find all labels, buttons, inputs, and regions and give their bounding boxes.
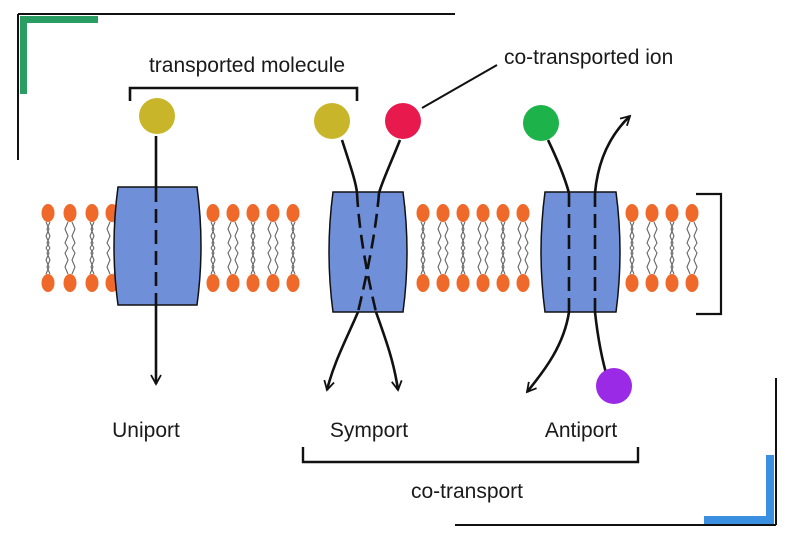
- lipid-bilayer: [41, 204, 699, 292]
- antiport-label: Antiport: [545, 419, 618, 442]
- co-transported-ion-label: co-transported ion: [504, 46, 673, 69]
- co-transported-ion-pointer: [421, 64, 498, 109]
- antiport-purple-ion: [596, 368, 632, 404]
- symport-label: Symport: [330, 419, 408, 442]
- co-transport-bracket: [301, 447, 640, 464]
- antiport-green-molecule: [523, 105, 559, 141]
- transported-molecule-label: transported molecule: [149, 54, 345, 77]
- uniport-channel-protein: [113, 186, 202, 306]
- symport-co-transported-ion: [385, 103, 421, 139]
- antiport-channel-protein: [540, 191, 621, 313]
- transported-molecule-bracket: [128, 86, 359, 101]
- co-transport-label: co-transport: [411, 480, 523, 503]
- corner-frame-bottom-right: [455, 378, 777, 526]
- symport-transported-molecule: [314, 103, 350, 139]
- symport-channel-protein: [328, 191, 408, 313]
- corner-frame-top-left: [17, 13, 455, 160]
- membrane-bracket: [696, 192, 723, 316]
- symport-transport-paths: [323, 139, 403, 392]
- uniport-transported-molecule: [139, 98, 175, 134]
- uniport-label: Uniport: [112, 419, 180, 442]
